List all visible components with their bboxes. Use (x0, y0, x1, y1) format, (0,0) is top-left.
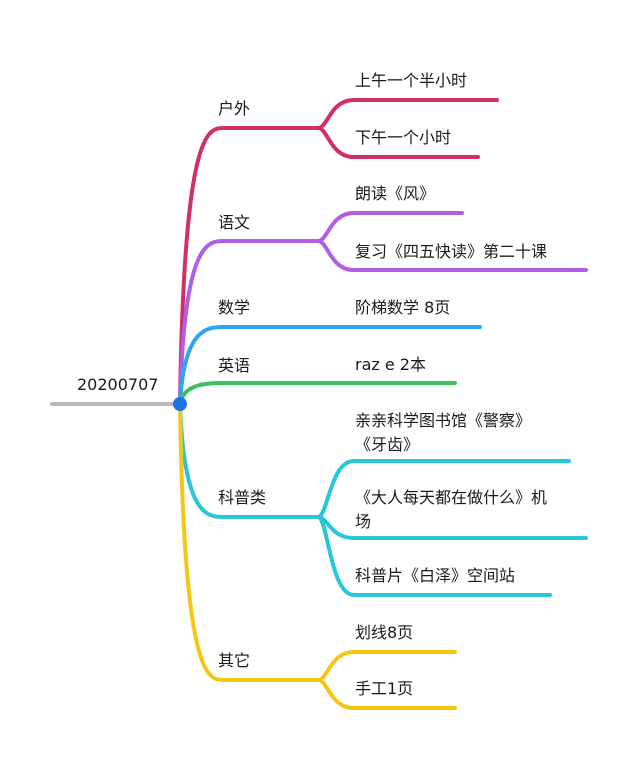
leaf-label-other-0[interactable]: 划线8页 (355, 623, 413, 642)
branch-connector-math (178, 325, 320, 406)
leaf-label-english-0[interactable]: raz e 2本 (355, 355, 426, 374)
leaf-connector-other-1 (316, 678, 457, 710)
branch-label-english[interactable]: 英语 (218, 356, 250, 375)
branch-math: 数学 阶梯数学 8页 (178, 298, 482, 406)
branch-label-chinese[interactable]: 语文 (218, 213, 250, 232)
branch-label-science[interactable]: 科普类 (218, 488, 266, 507)
leaf-connector-outdoor-1 (316, 126, 480, 159)
branch-connector-outdoor (178, 126, 320, 406)
root-node-label[interactable]: 20200707 (77, 375, 158, 394)
leaf-connector-chinese-1 (316, 239, 588, 272)
leaf-connector-chinese-0 (316, 211, 464, 243)
leaf-label-math-0[interactable]: 阶梯数学 8页 (355, 298, 450, 317)
leaf-connector-other-0 (316, 650, 457, 682)
branch-connector-chinese (178, 239, 320, 406)
leaf-label-chinese-0[interactable]: 朗读《风》 (355, 184, 435, 203)
leaf-label-outdoor-1[interactable]: 下午一个小时 (355, 128, 451, 147)
leaf-label-science-2[interactable]: 科普片《白泽》空间站 (355, 566, 515, 585)
branch-connector-other (178, 402, 320, 682)
branch-label-outdoor[interactable]: 户外 (218, 99, 250, 118)
branch-english: 英语 raz e 2本 (178, 355, 457, 406)
branch-chinese: 语文 朗读《风》复习《四五快读》第二十课 (178, 184, 588, 406)
root-node-dot[interactable] (173, 397, 187, 411)
branch-label-other[interactable]: 其它 (218, 651, 250, 670)
branch-science: 科普类 亲亲科学图书馆《警察》《牙齿》《大人每天都在做什么》机场科普片《白泽》空间… (178, 402, 588, 597)
leaf-label-chinese-1[interactable]: 复习《四五快读》第二十课 (355, 242, 547, 261)
leaf-connector-outdoor-0 (316, 98, 499, 130)
leaf-label-science-0-line0[interactable]: 亲亲科学图书馆《警察》 (355, 411, 531, 430)
branch-label-math[interactable]: 数学 (218, 298, 250, 317)
leaf-label-science-1-line0[interactable]: 《大人每天都在做什么》机 (355, 488, 547, 507)
branch-connector-english (178, 381, 320, 406)
leaf-label-other-1[interactable]: 手工1页 (355, 679, 413, 698)
leaf-connector-science-0 (316, 459, 571, 519)
leaf-label-science-0-line1[interactable]: 《牙齿》 (355, 435, 419, 454)
leaf-label-science-1-line1[interactable]: 场 (355, 512, 371, 531)
leaf-connector-science-2 (316, 515, 552, 597)
leaf-label-outdoor-0[interactable]: 上午一个半小时 (355, 71, 467, 90)
